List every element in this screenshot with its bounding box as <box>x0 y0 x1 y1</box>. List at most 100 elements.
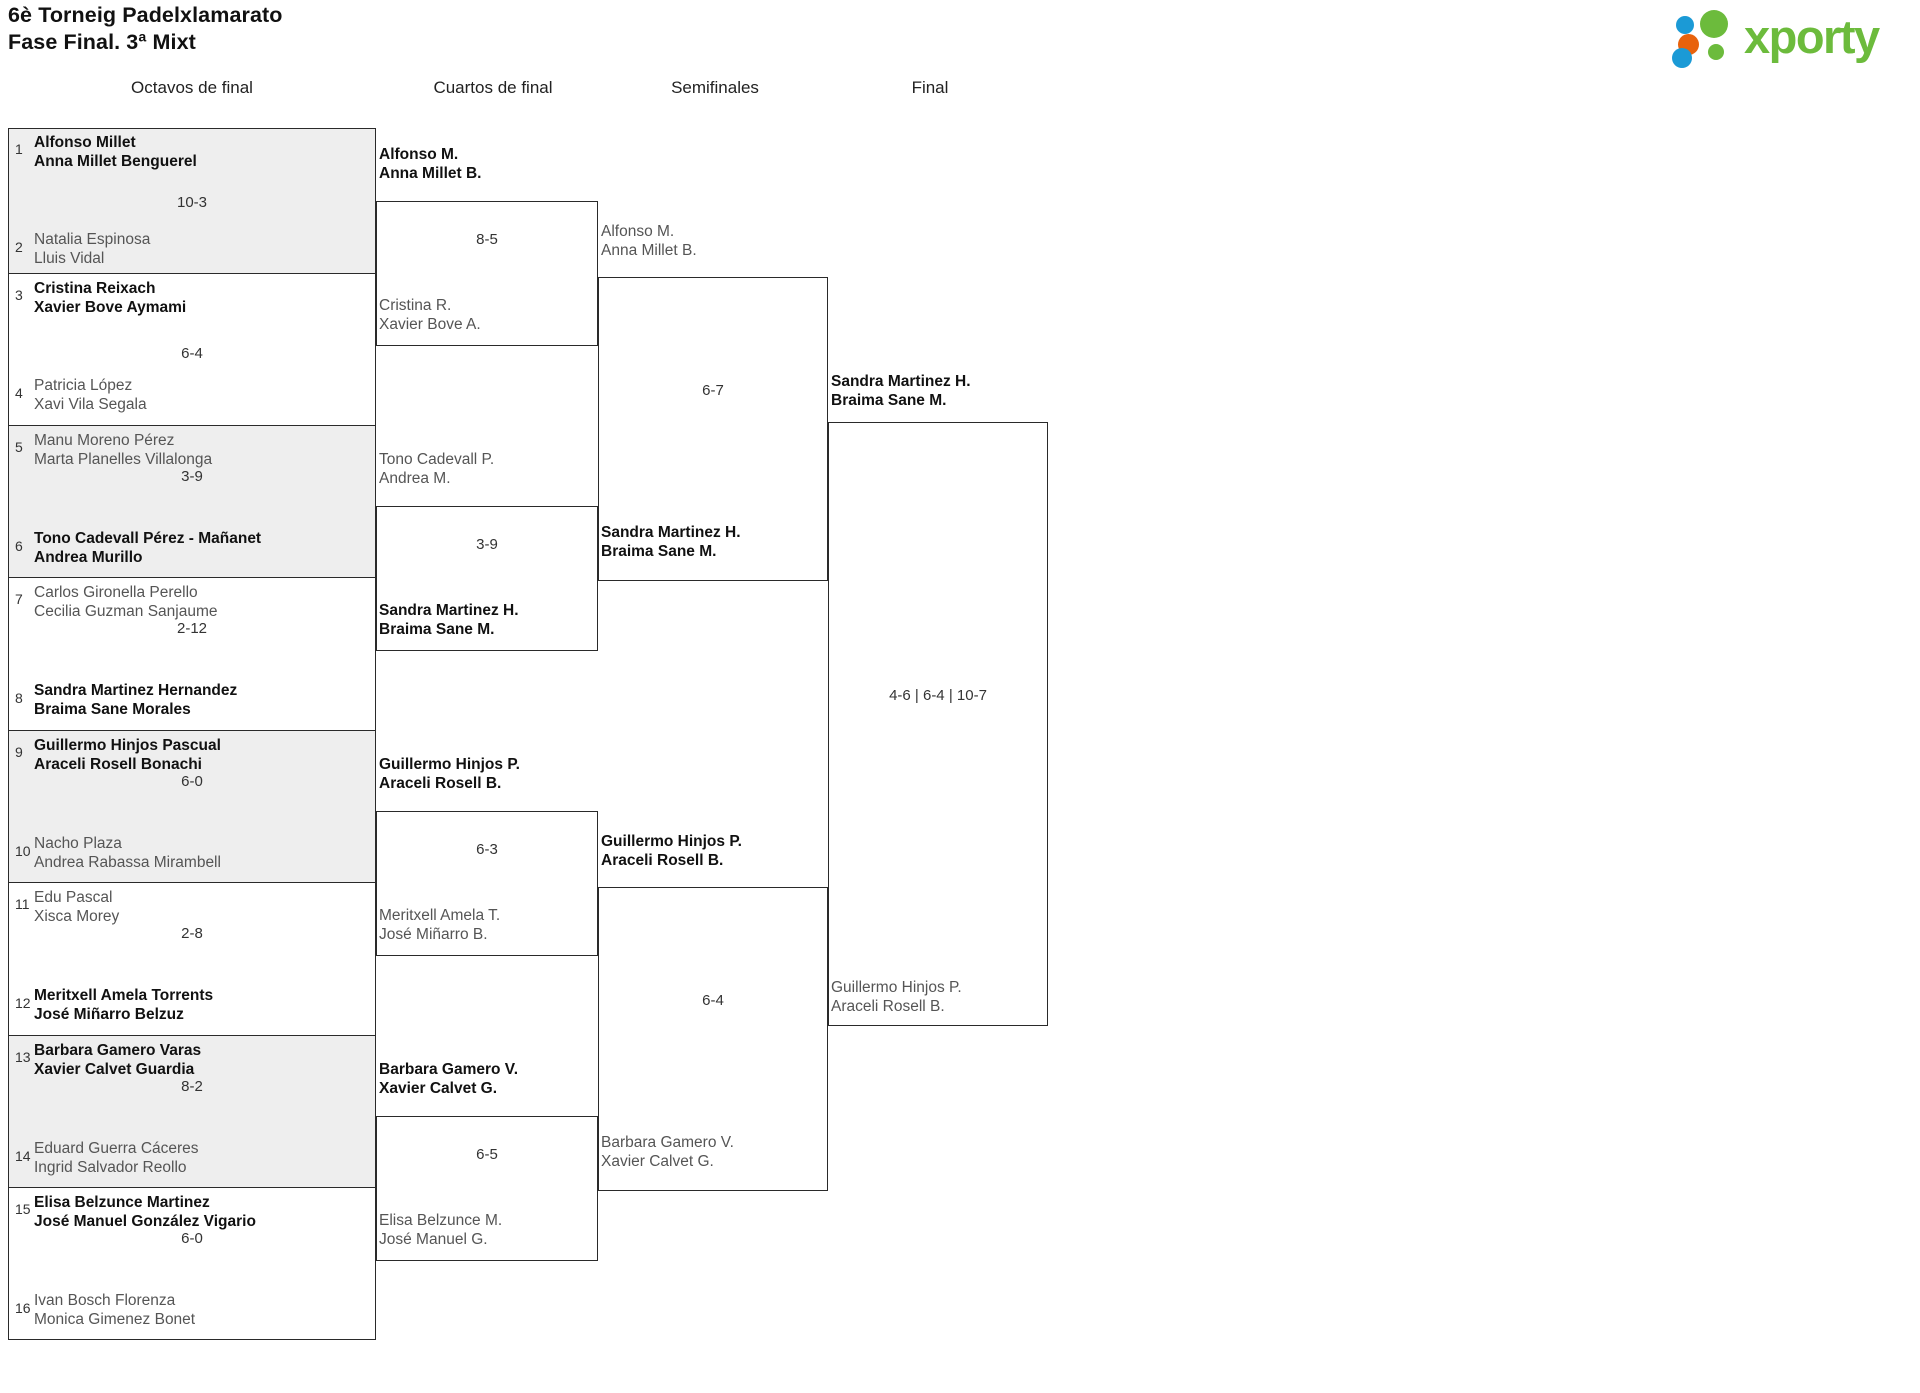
bracket-slot[interactable]: 5 Manu Moreno Pérez Marta Planelles Vill… <box>8 425 376 577</box>
team-line: José Manuel G. <box>379 1231 488 1248</box>
match-score: 6-4 <box>702 992 724 1009</box>
round-header-cuartos: Cuartos de final <box>433 78 553 97</box>
team-line: Manu Moreno Pérez <box>34 432 175 449</box>
match-score: 2-8 <box>181 925 203 942</box>
team-line: Xavier Bove Aymami <box>34 299 187 316</box>
bracket-slot[interactable]: 7 Carlos Gironella Perello Cecilia Guzma… <box>8 577 376 730</box>
team-line: Guillermo Hinjos P. <box>831 979 962 996</box>
team-line: Sandra Martinez H. <box>831 373 971 390</box>
team-line: Andrea Rabassa Mirambell <box>34 854 221 871</box>
team-line: Guillermo Hinjos P. <box>379 756 520 773</box>
team-line: Edu Pascal <box>34 889 113 906</box>
match-box[interactable] <box>598 887 828 1191</box>
team-line: Anna Millet B. <box>601 242 697 259</box>
tournament-title-line1: 6è Torneig Padelxlamarato <box>8 3 283 27</box>
team-line: Alfonso M. <box>379 146 459 163</box>
team-line: Tono Cadevall P. <box>379 451 495 468</box>
team-line: Tono Cadevall Pérez - Mañanet <box>34 530 262 547</box>
match-box[interactable] <box>376 506 598 651</box>
team-line: Alfonso M. <box>601 223 675 240</box>
match-box[interactable] <box>376 201 598 346</box>
match-score: 3-9 <box>476 536 498 553</box>
team-line: Sandra Martinez Hernandez <box>34 682 238 699</box>
bracket-slot[interactable]: 11 Edu Pascal Xisca Morey 12 Meritxell A… <box>8 882 376 1035</box>
team-line: Braima Sane Morales <box>34 701 191 718</box>
team-line: Cristina R. <box>379 297 452 314</box>
logo-dot-green-small <box>1708 44 1724 60</box>
seed-number: 16 <box>15 1300 31 1316</box>
team-line: Ivan Bosch Florenza <box>34 1292 176 1309</box>
team-line: Sandra Martinez H. <box>379 602 519 619</box>
team-line: Ingrid Salvador Reollo <box>34 1159 187 1176</box>
team-line: Guillermo Hinjos P. <box>601 833 742 850</box>
team-line: Elisa Belzunce Martinez <box>34 1194 210 1211</box>
team-line: Xisca Morey <box>34 908 120 925</box>
round-header-final: Final <box>911 78 949 97</box>
logo-dot-green-big <box>1700 10 1728 38</box>
match-score: 8-2 <box>181 1078 203 1095</box>
team-line: Meritxell Amela Torrents <box>34 987 214 1004</box>
xporty-logo: xporty <box>1670 6 1902 68</box>
team-line: Xavier Calvet G. <box>379 1080 498 1097</box>
team-line: Araceli Rosell B. <box>831 998 945 1015</box>
match-box[interactable] <box>376 1116 598 1261</box>
page-title: 6è Torneig Padelxlamarato Fase Final. 3ª… <box>8 2 283 56</box>
seed-number: 13 <box>15 1049 31 1065</box>
team-line: Cristina Reixach <box>34 280 156 297</box>
team-line: Barbara Gamero V. <box>379 1061 519 1078</box>
team-line: Sandra Martinez H. <box>601 524 741 541</box>
seed-number: 9 <box>15 744 23 760</box>
match-score: 2-12 <box>176 620 208 637</box>
team-line: Natalia Espinosa <box>34 231 151 248</box>
bracket-slot[interactable]: 13 Barbara Gamero Varas Xavier Calvet Gu… <box>8 1035 376 1187</box>
team-line: Barbara Gamero V. <box>601 1134 734 1151</box>
match-score: 6-0 <box>181 773 203 790</box>
team-line: Monica Gimenez Bonet <box>34 1311 196 1328</box>
team-line: Marta Planelles Villalonga <box>34 451 213 468</box>
seed-number: 6 <box>15 538 23 554</box>
team-line: Braima Sane M. <box>379 621 495 638</box>
team-line: Meritxell Amela T. <box>379 907 501 924</box>
round-header-semifinales: Semifinales <box>671 78 759 97</box>
team-line: Carlos Gironella Perello <box>34 584 198 601</box>
bracket-slot[interactable]: 1 Alfonso Millet Anna Millet Benguerel 2… <box>8 128 376 273</box>
match-box[interactable] <box>828 422 1048 1026</box>
team-line: José Manuel González Vigario <box>34 1213 256 1230</box>
team-line: Araceli Rosell Bonachi <box>34 756 202 773</box>
logo-dot-blue-bottom <box>1672 48 1692 68</box>
team-line: Guillermo Hinjos Pascual <box>34 737 221 754</box>
match-score: 4-6 | 6-4 | 10-7 <box>889 687 987 704</box>
match-box[interactable] <box>598 277 828 581</box>
match-score: 6-3 <box>476 841 498 858</box>
team-line: Anna Millet B. <box>379 165 482 182</box>
team-line: José Miñarro Belzuz <box>34 1006 184 1023</box>
match-score: 10-3 <box>176 194 208 211</box>
team-line: Xavier Calvet G. <box>601 1153 714 1170</box>
match-score: 3-9 <box>181 468 203 485</box>
seed-number: 4 <box>15 385 23 401</box>
seed-number: 12 <box>15 995 31 1011</box>
bracket-slot[interactable]: 15 Elisa Belzunce Martinez José Manuel G… <box>8 1187 376 1340</box>
match-score: 6-4 <box>181 345 203 362</box>
round-header-octavos: Octavos de final <box>131 78 253 97</box>
team-line: Anna Millet Benguerel <box>34 153 197 170</box>
team-line: Xavier Calvet Guardia <box>34 1061 195 1078</box>
match-box[interactable] <box>376 811 598 956</box>
bracket-slot[interactable]: 3 Cristina Reixach Xavier Bove Aymami 4 … <box>8 273 376 425</box>
seed-number: 5 <box>15 439 23 455</box>
seed-number: 11 <box>15 896 30 912</box>
bracket-slot[interactable]: 9 Guillermo Hinjos Pascual Araceli Rosel… <box>8 730 376 882</box>
team-line: Braima Sane M. <box>831 392 947 409</box>
team-line: Andrea Murillo <box>34 549 143 566</box>
team-line: Braima Sane M. <box>601 543 717 560</box>
seed-number: 10 <box>15 843 31 859</box>
team-line: Araceli Rosell B. <box>601 852 724 869</box>
match-score: 8-5 <box>476 231 498 248</box>
team-line: Cecilia Guzman Sanjaume <box>34 603 218 620</box>
seed-number: 14 <box>15 1148 31 1164</box>
seed-number: 7 <box>15 591 23 607</box>
seed-number: 15 <box>15 1201 31 1217</box>
seed-number: 2 <box>15 239 23 255</box>
logo-wordmark: xporty <box>1744 10 1880 63</box>
team-line: José Miñarro B. <box>379 926 488 943</box>
